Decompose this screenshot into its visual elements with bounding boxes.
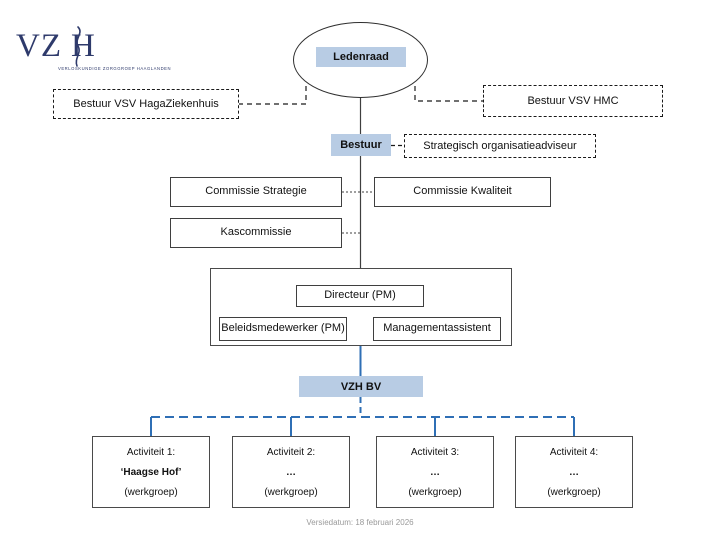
node-activiteit-4[interactable]: Activiteit 4: … (werkgroep) [515, 436, 633, 508]
activity-title: Activiteit 4: [549, 446, 599, 458]
node-activiteit-3[interactable]: Activiteit 3: … (werkgroep) [376, 436, 494, 508]
node-vzh-bv[interactable]: VZH BV [299, 376, 423, 397]
activity-title: Activiteit 1: [126, 446, 176, 458]
management-container [210, 268, 512, 346]
activity-title: Activiteit 2: [266, 446, 316, 458]
activity-name: … [569, 466, 579, 478]
ledenraad-ellipse [293, 22, 428, 98]
node-bestuur[interactable]: Bestuur [331, 134, 391, 156]
activity-name: … [286, 466, 296, 478]
connector-ledenraad-hmc [414, 86, 483, 102]
node-bestuur-vsv-hagaziekenhuis[interactable]: Bestuur VSV HagaZiekenhuis [53, 89, 239, 119]
activity-name: ‘Haagse Hof’ [120, 466, 182, 478]
node-kascommissie[interactable]: Kascommissie [170, 218, 342, 248]
node-activiteit-1[interactable]: Activiteit 1: ‘Haagse Hof’ (werkgroep) [92, 436, 210, 508]
activity-title: Activiteit 3: [410, 446, 460, 458]
connector-ledenraad-haga [239, 86, 307, 105]
vzh-logo: VZ H VERLOSKUNDIGE ZORGGROEP HAAGLANDEN [14, 22, 174, 78]
svg-text:VZ: VZ [16, 28, 62, 64]
activity-name: … [430, 466, 440, 478]
node-bestuur-vsv-hmc[interactable]: Bestuur VSV HMC [483, 85, 663, 117]
node-strategisch-organisatieadviseur[interactable]: Strategisch organisatieadviseur [404, 134, 596, 158]
activity-subtitle: (werkgroep) [124, 486, 178, 498]
node-commissie-kwaliteit[interactable]: Commissie Kwaliteit [374, 177, 551, 207]
vzh-logo-tagline: VERLOSKUNDIGE ZORGGROEP HAAGLANDEN [58, 66, 171, 71]
activity-subtitle: (werkgroep) [408, 486, 462, 498]
vzh-logo-mark: VZ H VERLOSKUNDIGE ZORGGROEP HAAGLANDEN [16, 26, 171, 71]
version-date-footer: Versiedatum: 18 februari 2026 [306, 518, 414, 527]
activity-subtitle: (werkgroep) [264, 486, 318, 498]
node-activiteit-2[interactable]: Activiteit 2: … (werkgroep) [232, 436, 350, 508]
activity-subtitle: (werkgroep) [547, 486, 601, 498]
svg-text:H: H [71, 28, 95, 64]
node-ledenraad[interactable]: Ledenraad [316, 47, 406, 67]
node-beleidsmedewerker[interactable]: Beleidsmedewerker (PM) [219, 317, 347, 341]
node-managementassistent[interactable]: Managementassistent [373, 317, 501, 341]
node-commissie-strategie[interactable]: Commissie Strategie [170, 177, 342, 207]
node-directeur[interactable]: Directeur (PM) [296, 285, 424, 307]
